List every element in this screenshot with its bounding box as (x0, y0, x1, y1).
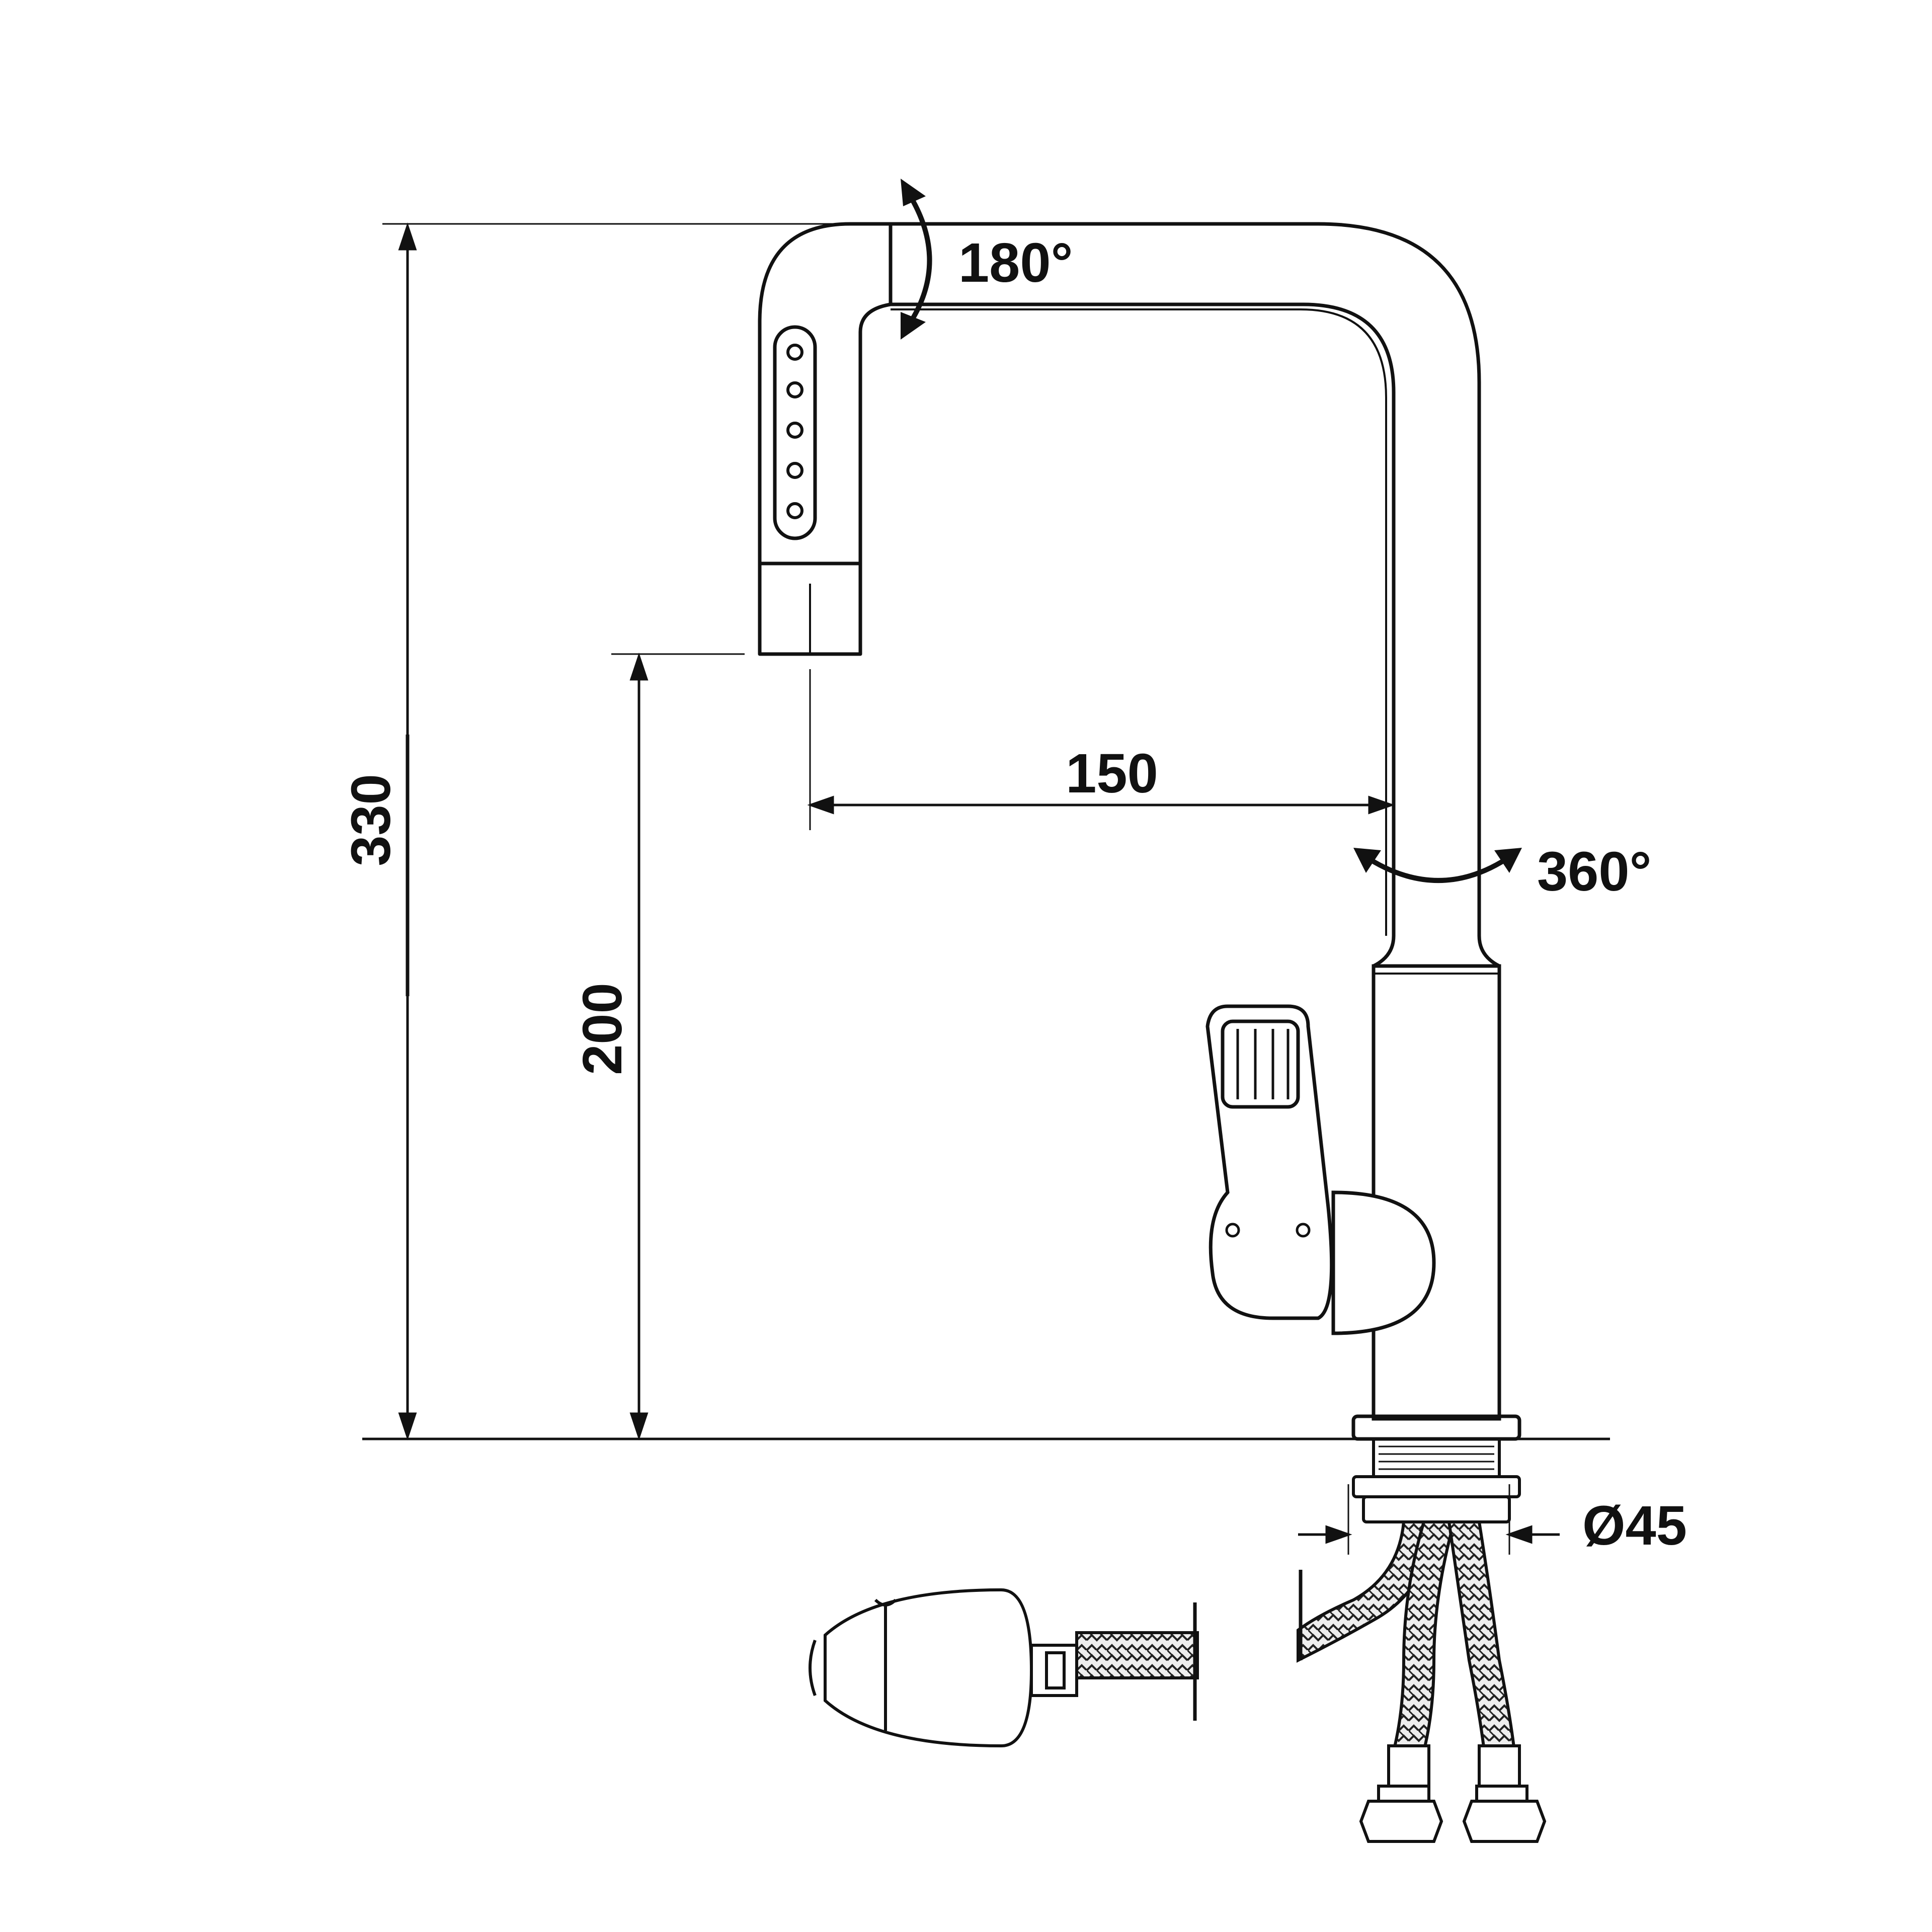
rotation-arrowheads (901, 179, 1522, 873)
pullout-head-clip (874, 1598, 897, 1606)
arrowhead (1325, 1525, 1352, 1544)
lever-cap (1331, 1190, 1436, 1335)
dimension-330-label: 330 (340, 774, 402, 866)
hot-hose-nut (1359, 1800, 1443, 1843)
spray-head-outline (758, 222, 891, 656)
arrowhead (901, 312, 926, 340)
cold-hose-collar (1475, 1785, 1528, 1803)
lever-grip-ribs (1225, 1029, 1311, 1238)
arrowhead (398, 222, 417, 251)
screw-dot (1225, 1223, 1240, 1238)
body-cylinder (1372, 964, 1501, 1421)
lever-body (1205, 1004, 1334, 1320)
spray-button-strip (773, 325, 817, 540)
hose-fittings (1359, 1744, 1547, 1843)
lever-handle (1205, 1004, 1436, 1335)
nozzle-dot (786, 344, 803, 361)
cold-hose-nut (1462, 1800, 1547, 1843)
rotation-180-label: 180° (958, 232, 1073, 294)
spout-neck-outer (891, 222, 1481, 936)
lever-grip-frame (1221, 1019, 1300, 1109)
spout-rotation-arc (903, 187, 932, 331)
body-rotation-arc (1362, 853, 1513, 883)
spray-nozzles (786, 344, 803, 519)
pullout-head-detail (809, 1588, 1199, 1748)
hot-hose-ferrule (1387, 1744, 1430, 1788)
cold-hose-ferrule (1478, 1744, 1521, 1788)
supply-hoses (1297, 1520, 1516, 1752)
rotation-arrows (903, 187, 1513, 883)
arrowhead (1505, 1525, 1533, 1544)
nozzle-dot (786, 422, 803, 439)
thread-lines (1379, 1445, 1494, 1470)
thread-shank (1372, 1437, 1501, 1478)
spout-neck-inner-shadow (891, 308, 1387, 936)
arrowhead (1353, 848, 1381, 873)
mounting-shank (1352, 1437, 1521, 1523)
pullout-connector-nut (1045, 1651, 1066, 1689)
arrowhead (1368, 795, 1395, 815)
arrowhead (1494, 848, 1522, 873)
dimension-lines (362, 222, 1610, 1555)
faucet-outline (758, 222, 1501, 968)
spout-neck-inner (891, 302, 1396, 936)
arrowhead (901, 179, 926, 206)
nozzle-dot (786, 462, 803, 479)
nozzle-dot (786, 381, 803, 398)
arrowhead (629, 1412, 649, 1440)
cold-hose-braid (1447, 1520, 1516, 1752)
pullout-head-aerator (809, 1639, 817, 1697)
mounting-washer (1352, 1475, 1521, 1498)
nozzle-dot (786, 502, 803, 519)
mounting-nut (1362, 1495, 1511, 1523)
hot-hose-collar (1377, 1785, 1430, 1803)
diameter-45-label: Ø45 (1582, 1495, 1687, 1557)
pullout-head-body (824, 1588, 1033, 1748)
neck-collar (1372, 935, 1501, 968)
screw-dot (1296, 1223, 1311, 1238)
arrowhead (398, 1412, 417, 1440)
pullout-hose-segment (1075, 1631, 1199, 1679)
rotation-360-label: 360° (1537, 841, 1652, 903)
dimension-150-label: 150 (1066, 743, 1158, 804)
dimension-200-label: 200 (572, 983, 633, 1075)
arrowhead (629, 653, 649, 681)
arrowhead (807, 795, 834, 815)
